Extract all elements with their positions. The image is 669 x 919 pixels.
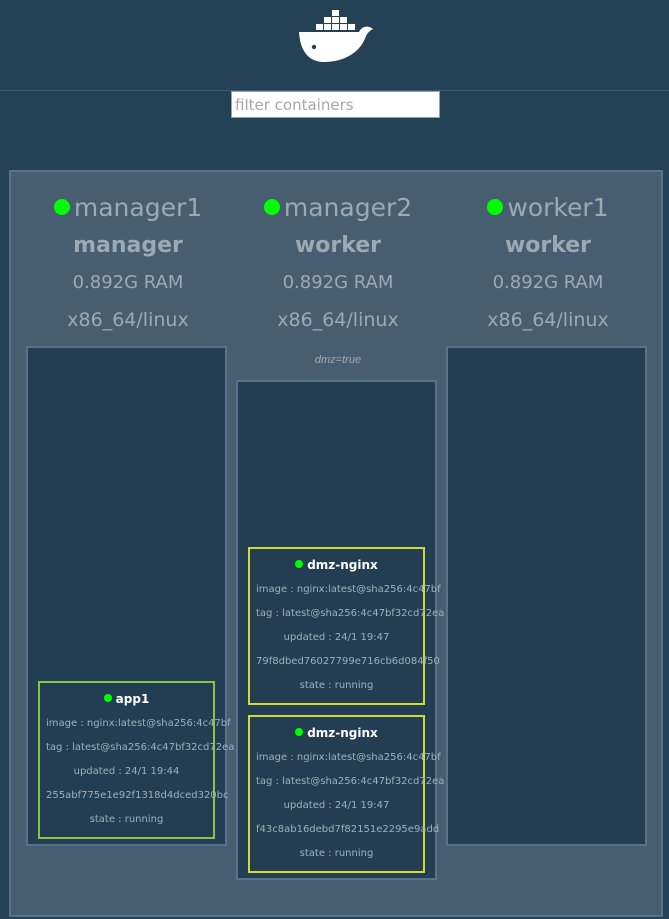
- node-ram: 0.892G RAM: [282, 272, 394, 293]
- task-card-dmz-nginx[interactable]: dmz-nginx image : nginx:latest@sha256:4c…: [248, 715, 445, 873]
- task-column-manager1: app1 image : nginx:latest@sha256:4c47bf …: [26, 346, 235, 846]
- task-card-dmz-nginx[interactable]: dmz-nginx image : nginx:latest@sha256:4c…: [248, 547, 445, 705]
- task-updated: updated : 24/1 19:47: [283, 800, 390, 811]
- node-name: manager1: [23, 192, 233, 224]
- node-name: worker1: [443, 192, 653, 224]
- node-label: dmz=true: [314, 354, 362, 366]
- node-role: worker: [294, 233, 382, 258]
- task-id: 79f8dbed76027799e716cb6d084f50: [256, 656, 440, 667]
- status-dot-icon: [53, 199, 70, 215]
- task-id: 255abf775e1e92f1318d4dced320bc: [46, 790, 229, 801]
- task-state: state : running: [299, 848, 374, 859]
- node-role: manager: [73, 233, 183, 258]
- node-ram: 0.892G RAM: [492, 272, 604, 293]
- status-dot-icon: [295, 560, 304, 568]
- task-column-worker1: [446, 346, 647, 846]
- task-title: dmz-nginx: [250, 726, 423, 740]
- node-arch: x86_64/linux: [67, 309, 189, 331]
- status-dot-icon: [487, 199, 504, 215]
- task-state: state : running: [89, 814, 164, 825]
- task-id: f43c8ab16debd7f82151e2295e9add: [256, 824, 440, 835]
- status-dot-icon: [263, 199, 280, 215]
- task-tag: tag : latest@sha256:4c47bf32cd72ea: [46, 742, 235, 753]
- node-ram: 0.892G RAM: [72, 272, 184, 293]
- task-updated: updated : 24/1 19:44: [73, 766, 180, 777]
- filter-containers-input[interactable]: [231, 91, 440, 118]
- task-title: app1: [40, 692, 213, 706]
- task-title: dmz-nginx: [250, 558, 423, 572]
- node-name: manager2: [233, 192, 443, 224]
- task-image: image : nginx:latest@sha256:4c47bf: [256, 752, 441, 763]
- task-image: image : nginx:latest@sha256:4c47bf: [256, 584, 441, 595]
- node-arch: x86_64/linux: [487, 309, 609, 331]
- cluster-panel: manager1 manager 0.892G RAM x86_64/linux…: [9, 170, 663, 917]
- docker-whale-logo: [299, 10, 373, 63]
- status-dot-icon: [103, 694, 112, 702]
- status-dot-icon: [295, 728, 304, 736]
- node-role: worker: [504, 233, 592, 258]
- task-card-app1[interactable]: app1 image : nginx:latest@sha256:4c47bf …: [38, 681, 235, 839]
- task-updated: updated : 24/1 19:47: [283, 632, 390, 643]
- node-arch: x86_64/linux: [277, 309, 399, 331]
- task-tag: tag : latest@sha256:4c47bf32cd72ea: [256, 776, 445, 787]
- task-tag: tag : latest@sha256:4c47bf32cd72ea: [256, 608, 445, 619]
- header: [0, 0, 669, 91]
- task-image: image : nginx:latest@sha256:4c47bf: [46, 718, 231, 729]
- task-state: state : running: [299, 680, 374, 691]
- task-column-manager2: dmz-nginx image : nginx:latest@sha256:4c…: [236, 380, 445, 880]
